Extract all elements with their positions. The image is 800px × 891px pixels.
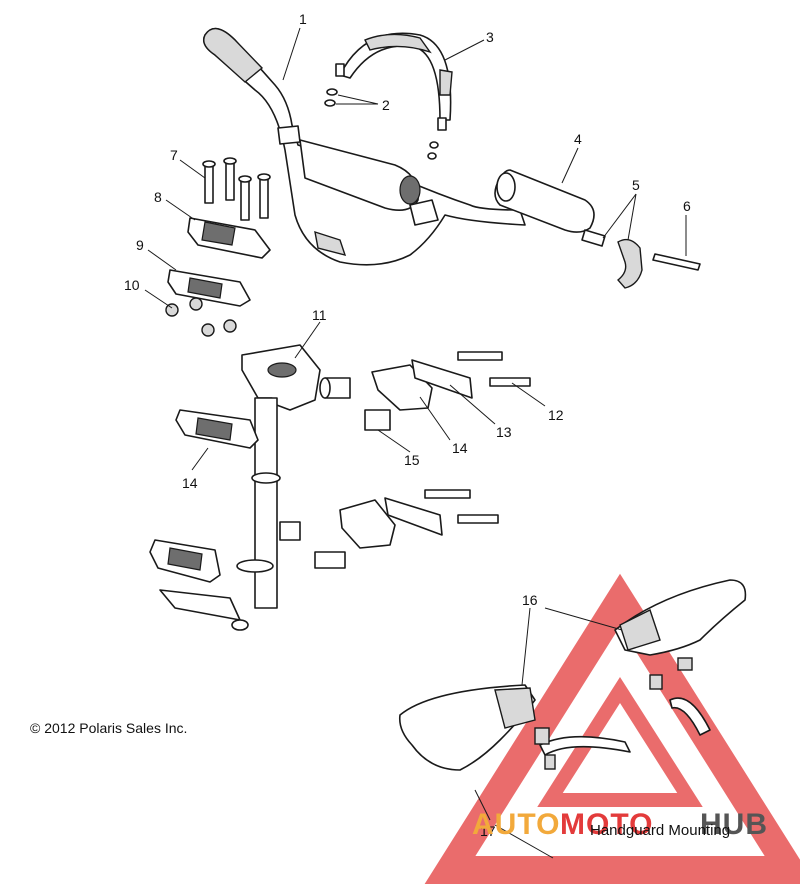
callout-1: 1 xyxy=(299,11,307,27)
callout-8: 8 xyxy=(154,189,162,205)
callout-10: 10 xyxy=(124,277,140,293)
watermark-text-auto: AUTO xyxy=(472,808,561,841)
throttle-assembly xyxy=(581,229,643,289)
callout-15: 15 xyxy=(404,452,420,468)
crossbar-pad xyxy=(335,32,453,131)
section-title: Handguard Mounting xyxy=(590,822,731,839)
callout-14-left: 14 xyxy=(182,475,198,491)
post-clamps xyxy=(149,409,259,583)
callout-17: 17 xyxy=(480,823,496,839)
upper-mount-hardware xyxy=(319,351,531,431)
callout-5: 5 xyxy=(632,177,640,193)
washers xyxy=(324,88,439,160)
handlebar xyxy=(202,27,526,266)
callout-14-right: 14 xyxy=(452,440,468,456)
nuts xyxy=(165,297,237,337)
lower-mount-hardware xyxy=(279,489,499,569)
callout-6: 6 xyxy=(683,198,691,214)
steering-post xyxy=(159,344,321,631)
callout-9: 9 xyxy=(136,237,144,253)
copyright-notice: © 2012 Polaris Sales Inc. xyxy=(30,720,188,736)
callout-3: 3 xyxy=(486,29,494,45)
clamp-bolts xyxy=(202,157,271,221)
bolt-6 xyxy=(652,253,701,271)
upper-clamp xyxy=(187,217,271,259)
callout-13: 13 xyxy=(496,424,512,440)
grip xyxy=(494,169,595,233)
lower-clamp xyxy=(167,269,251,307)
callout-labels: 1 2 3 4 5 6 7 8 9 10 11 12 13 14 14 15 1… xyxy=(124,11,691,839)
callout-16: 16 xyxy=(522,592,538,608)
callout-4: 4 xyxy=(574,131,582,147)
watermark-text-hub: HUB xyxy=(700,808,768,841)
handguards xyxy=(398,579,747,771)
callout-12: 12 xyxy=(548,407,564,423)
watermark-text-moto: MOTO xyxy=(560,808,654,841)
callout-7: 7 xyxy=(170,147,178,163)
leader-lines xyxy=(144,27,687,859)
callout-11: 11 xyxy=(312,307,327,323)
callout-2: 2 xyxy=(382,97,390,113)
